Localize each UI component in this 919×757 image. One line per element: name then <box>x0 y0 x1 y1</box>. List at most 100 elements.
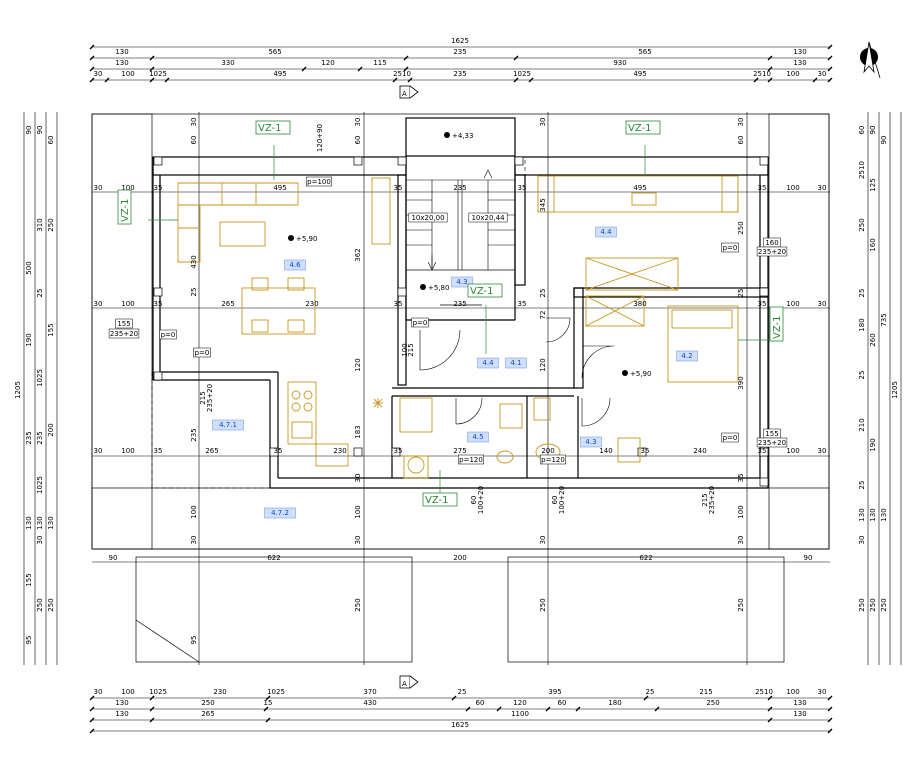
dimension-label: 1625 <box>451 721 469 729</box>
note-label: 235+20 <box>708 486 716 514</box>
dimension-label: 1205 <box>891 381 899 399</box>
dimension-label: 930 <box>613 59 626 67</box>
dimension-label: 100 <box>786 184 799 192</box>
dimension-label: 250 <box>354 598 362 611</box>
dimension-label: 200 <box>453 554 466 562</box>
dimension-label: 260 <box>869 333 877 346</box>
dimension-label: 35 <box>758 184 767 192</box>
dimension-label: 240 <box>693 447 706 455</box>
dimension-label: 30 <box>94 70 103 78</box>
dimension-label: 235 <box>190 428 198 441</box>
dimension-label: 30 <box>190 536 198 545</box>
dimension-label: 250 <box>869 598 877 611</box>
note-label: 215 <box>407 343 415 356</box>
dimension-ticks <box>89 44 833 734</box>
dimension-label: 30 <box>737 118 745 127</box>
vz-label: VZ-1 <box>628 123 652 134</box>
dimension-label: 30 <box>818 300 827 308</box>
dimension-label: 30 <box>858 536 866 545</box>
level-label: +5,80 <box>428 284 449 292</box>
dimension-label: 1025 <box>513 70 531 78</box>
dimension-label: 235 <box>453 184 466 192</box>
note-box <box>115 318 133 329</box>
dimension-label: 30 <box>539 536 547 545</box>
dimension-label: 235 <box>25 431 33 444</box>
dimension-label: 250 <box>539 598 547 611</box>
dimension-label: 90 <box>25 126 33 135</box>
dimension-label: 90 <box>804 554 813 562</box>
dimension-label: 100 <box>121 300 134 308</box>
dimension-label: 30 <box>354 474 362 483</box>
dimension-label: 30 <box>94 300 103 308</box>
doors <box>419 317 615 427</box>
dimension-label: 100 <box>121 184 134 192</box>
note-label: 100 <box>401 343 409 356</box>
note-label: 235+20 <box>110 330 138 338</box>
note-label: p=0 <box>161 331 176 339</box>
dimension-label: 30 <box>94 184 103 192</box>
level-label: +5,90 <box>296 235 317 243</box>
dimension-label: 250 <box>47 218 55 231</box>
dimension-label: 25 <box>646 688 655 696</box>
vz-box <box>422 492 458 507</box>
vz-label: VZ-1 <box>425 495 449 506</box>
note-label: 10x20,44 <box>471 214 505 222</box>
note-box <box>540 454 566 465</box>
note-label: 100+20 <box>477 486 485 514</box>
dimension-label: 250 <box>858 218 866 231</box>
dimension-label: 60 <box>476 699 485 707</box>
dimension-label: 25 <box>458 688 467 696</box>
dimension-label: 130 <box>793 699 806 707</box>
dimension-label: 130 <box>25 516 33 529</box>
note-label: p=120 <box>459 456 483 464</box>
dimension-label: 72 <box>539 311 547 320</box>
dimension-label: 100 <box>786 447 799 455</box>
dimension-label: 120 <box>539 358 547 371</box>
dimension-label: 100 <box>786 300 799 308</box>
dimension-label: 115 <box>373 59 386 67</box>
dimension-label: 100 <box>354 505 362 518</box>
dimension-label: 265 <box>205 447 218 455</box>
dimension-label: 275 <box>453 447 466 455</box>
dimension-label: 2510 <box>753 70 771 78</box>
dimension-label: 200 <box>47 423 55 436</box>
dimension-label: 35 <box>154 300 163 308</box>
note-label: p=120 <box>541 456 565 464</box>
dimension-label: 120 <box>513 699 526 707</box>
note-box <box>108 328 140 339</box>
note-box <box>193 347 211 358</box>
dimension-label: 100 <box>737 505 745 518</box>
dimension-label: 125 <box>869 178 877 191</box>
dimension-label: 100 <box>121 688 134 696</box>
dimension-label: 35 <box>154 447 163 455</box>
dimension-label: 25 <box>858 289 866 298</box>
dimension-label: 130 <box>36 516 44 529</box>
note-box <box>159 329 177 340</box>
note-label: 10x20,00 <box>411 214 444 222</box>
note-label: p=0 <box>723 244 738 252</box>
dimension-label: 495 <box>273 184 286 192</box>
dimension-label: 95 <box>25 636 33 645</box>
dimension-label: 60 <box>858 126 866 135</box>
note-label: p=0 <box>413 319 428 327</box>
dimension-label: 35 <box>641 447 650 455</box>
dimension-label: 35 <box>758 447 767 455</box>
room-number: 4.6 <box>289 261 301 269</box>
dimension-label: 215 <box>699 688 712 696</box>
dimension-label: 35 <box>518 184 527 192</box>
note-box <box>306 176 332 187</box>
dimension-label: 265 <box>201 710 214 718</box>
dimension-label: 362 <box>354 248 362 261</box>
dimension-label: 1025 <box>36 476 44 494</box>
dimension-label: 250 <box>47 598 55 611</box>
dimension-label: 2510 <box>858 161 866 179</box>
dimension-label: 90 <box>36 126 44 135</box>
vz-box <box>625 120 661 135</box>
dimension-label: 100 <box>786 688 799 696</box>
dimension-label: 130 <box>47 516 55 529</box>
dimension-label: 130 <box>858 508 866 521</box>
dimension-label: 2510 <box>393 70 411 78</box>
dimension-label: 565 <box>638 48 651 56</box>
dimension-label: 30 <box>94 447 103 455</box>
